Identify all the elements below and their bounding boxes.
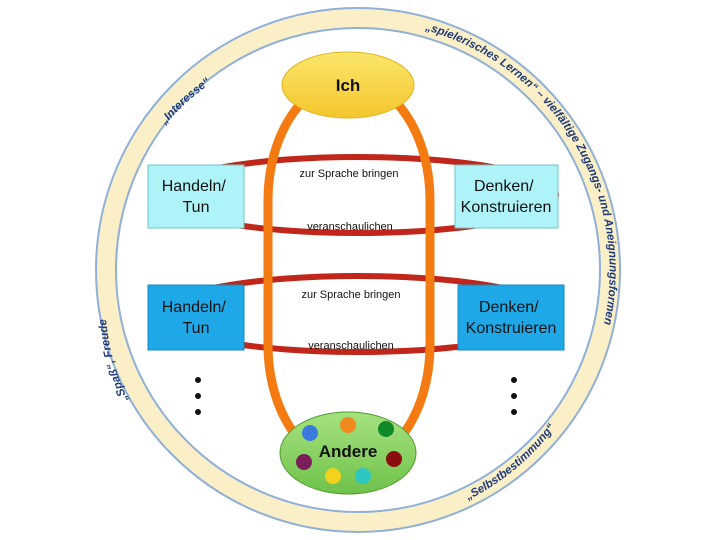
row2-right-box — [457, 284, 565, 351]
ich-label: Ich — [336, 76, 361, 95]
ellipsis-dot — [195, 409, 201, 415]
row2-upper-label: zur Sprache bringen — [301, 289, 400, 301]
ich-node — [281, 51, 415, 119]
ellipsis-dot — [511, 409, 517, 415]
row2-left-label: Handeln/ Tun — [162, 299, 231, 337]
andere-label: Andere — [319, 442, 378, 461]
dot-maroon — [386, 451, 402, 467]
dot-orange — [340, 417, 356, 433]
ellipsis-dot — [195, 377, 201, 383]
dot-green — [378, 421, 394, 437]
dot-purple — [296, 454, 312, 470]
dot-blue — [302, 425, 318, 441]
ellipsis-right — [511, 377, 517, 415]
row2-left-box — [147, 284, 245, 351]
inner-area — [115, 27, 601, 513]
dot-yellow — [325, 468, 341, 484]
row1-upper-label: zur Sprache bringen — [299, 168, 398, 180]
row1-lower-label: veranschaulichen — [307, 221, 393, 233]
ellipsis-left — [195, 377, 201, 415]
row1-left-box — [147, 164, 245, 229]
ellipsis-dot — [511, 377, 517, 383]
row1-right-box — [454, 164, 559, 229]
row2-right-label: Denken/ Konstruieren — [466, 299, 557, 337]
row1-left-label: Handeln/ Tun — [162, 178, 231, 216]
ellipsis-dot — [511, 393, 517, 399]
row2-lower-label: veranschaulichen — [308, 340, 394, 352]
ellipsis-dot — [195, 393, 201, 399]
dot-teal — [355, 468, 371, 484]
row1-right-label: Denken/ Konstruieren — [461, 178, 552, 216]
andere-dots — [296, 417, 402, 484]
